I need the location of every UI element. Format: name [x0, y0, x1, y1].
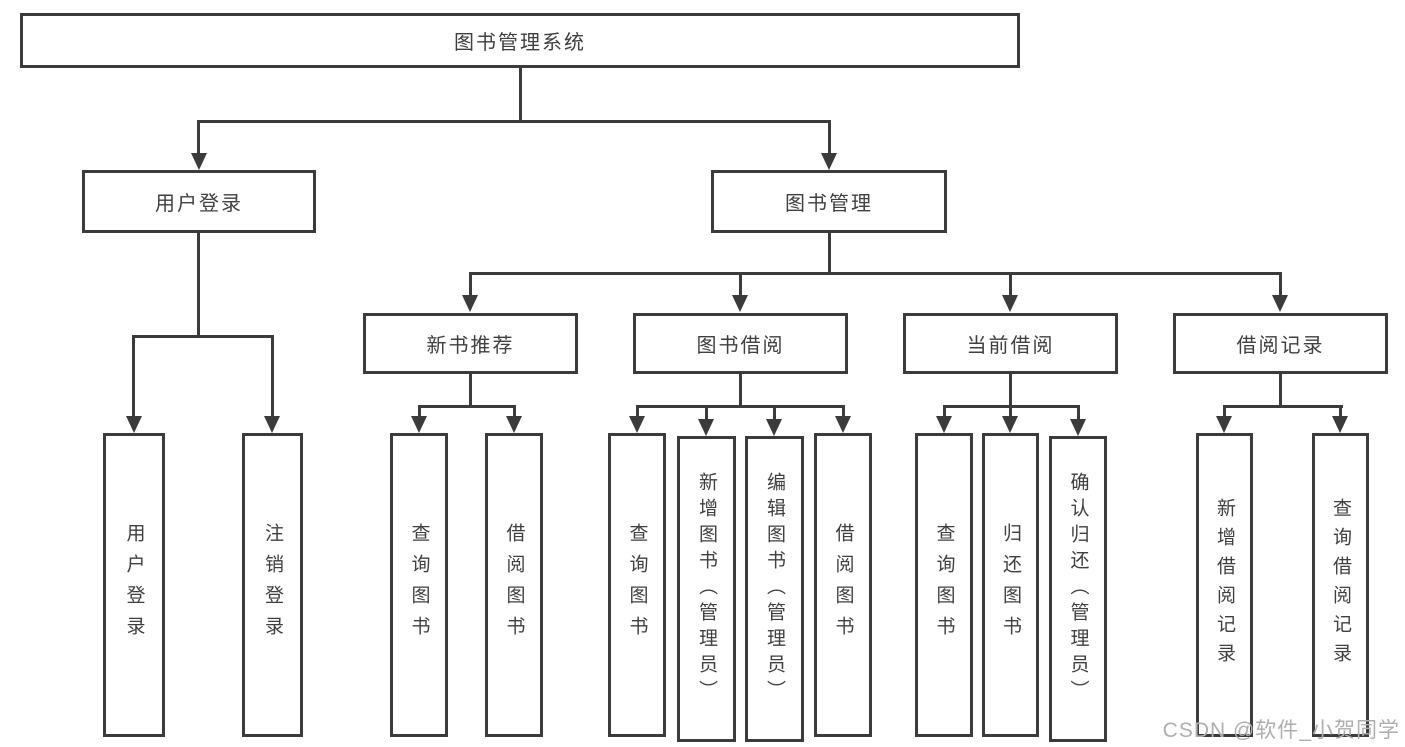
new-book-leaf-stem-line — [418, 405, 421, 417]
node-book-management: 图书管理 — [711, 170, 947, 233]
node-label: 当前借阅 — [966, 335, 1055, 357]
arrow-down-icon — [1332, 416, 1348, 433]
leaf-add-book-admin: 新增图书（管理员） — [677, 436, 736, 742]
level3-stem-line — [1279, 272, 1282, 296]
node-label: 图书管理系统 — [454, 32, 586, 54]
arrow-down-icon — [835, 416, 851, 433]
arrow-down-icon — [732, 295, 748, 312]
arrow-down-icon — [698, 419, 714, 436]
leaf-label: 借阅图书 — [832, 523, 854, 647]
book-management-stem-line — [828, 233, 831, 272]
level2-left-stem-line — [197, 120, 200, 155]
user-login-stem-line — [197, 233, 200, 335]
level3-stem-line — [1009, 272, 1012, 296]
leaf-borrow-books: 借阅图书 — [485, 433, 543, 737]
current-borrow-stem-line — [1009, 374, 1012, 405]
new-book-leaf-stem-line — [513, 405, 516, 417]
node-label: 借阅记录 — [1236, 335, 1325, 357]
user-login-right-stem-line — [271, 335, 274, 417]
arrow-down-icon — [936, 416, 952, 433]
level2-right-stem-line — [828, 120, 831, 155]
leaf-label: 归还图书 — [1000, 523, 1021, 647]
leaf-label: 查询图书 — [408, 523, 430, 647]
current-borrow-leaf-stem-line — [943, 405, 946, 417]
book-borrow-leaf-stem-line — [842, 405, 845, 417]
leaf-query-books: 查询图书 — [390, 433, 448, 737]
node-user-login: 用户登录 — [82, 170, 316, 233]
current-borrow-leaf-stem-line — [1077, 405, 1080, 420]
leaf-return-books: 归还图书 — [982, 433, 1039, 737]
leaf-edit-book-admin: 编辑图书（管理员） — [745, 436, 804, 742]
arrow-down-icon — [264, 416, 280, 433]
leaf-label: 用户登录 — [123, 523, 145, 647]
new-book-stem-line — [469, 374, 472, 405]
borrow-records-leaf-stem-line — [1223, 405, 1226, 417]
watermark: CSDN @软件_小贺同学 — [1162, 719, 1400, 742]
current-borrow-leaf-stem-line — [1009, 405, 1012, 417]
leaf-label: 借阅图书 — [503, 523, 525, 647]
leaf-confirm-return-admin: 确认归还（管理员） — [1049, 436, 1107, 742]
leaf-label: 确认归还（管理员） — [1067, 472, 1089, 706]
level2-branch-line — [197, 120, 831, 123]
node-book-borrowing: 图书借阅 — [633, 313, 848, 374]
borrow-records-leaf-stem-line — [1339, 405, 1342, 417]
book-borrow-branch-line — [636, 405, 845, 408]
leaf-query-books: 查询图书 — [915, 433, 973, 737]
arrow-down-icon — [126, 416, 142, 433]
level3-branch-line — [469, 272, 1282, 275]
node-label: 图书管理 — [785, 193, 873, 215]
arrow-down-icon — [1002, 295, 1018, 312]
node-library-management-system: 图书管理系统 — [20, 13, 1020, 68]
leaf-label: 编辑图书（管理员） — [764, 472, 785, 706]
leaf-user-login: 用户登录 — [103, 433, 165, 737]
leaf-logout: 注销登录 — [242, 433, 303, 737]
arrow-down-icon — [1070, 419, 1086, 436]
arrow-down-icon — [766, 419, 782, 436]
new-book-branch-line — [418, 405, 516, 408]
leaf-query-books: 查询图书 — [608, 433, 666, 737]
node-new-book-recommendation: 新书推荐 — [363, 313, 578, 374]
borrow-records-stem-line — [1279, 374, 1282, 405]
user-login-branch-line — [132, 335, 274, 338]
arrow-down-icon — [191, 153, 207, 170]
arrow-down-icon — [629, 416, 645, 433]
leaf-label: 查询借阅记录 — [1330, 498, 1351, 672]
node-label: 图书借阅 — [696, 335, 785, 357]
leaf-label: 新增图书（管理员） — [696, 472, 717, 706]
node-current-borrowing: 当前借阅 — [903, 313, 1118, 374]
book-borrow-stem-line — [739, 374, 742, 405]
book-borrow-leaf-stem-line — [705, 405, 708, 420]
arrow-down-icon — [506, 416, 522, 433]
book-borrow-leaf-stem-line — [773, 405, 776, 420]
arrow-down-icon — [1272, 295, 1288, 312]
arrow-down-icon — [821, 153, 837, 170]
arrow-down-icon — [1216, 416, 1232, 433]
arrow-down-icon — [411, 416, 427, 433]
leaf-label: 新增借阅记录 — [1214, 498, 1235, 672]
borrow-records-branch-line — [1223, 405, 1343, 408]
node-label: 新书推荐 — [426, 335, 515, 357]
root-stem-line — [519, 68, 522, 120]
node-borrowing-records: 借阅记录 — [1173, 313, 1388, 374]
leaf-label: 注销登录 — [262, 523, 283, 647]
arrow-down-icon — [462, 295, 478, 312]
leaf-borrow-books: 借阅图书 — [814, 433, 872, 737]
leaf-add-borrow-record: 新增借阅记录 — [1196, 433, 1253, 737]
level3-stem-line — [469, 272, 472, 296]
user-login-left-stem-line — [132, 335, 135, 417]
leaf-label: 查询图书 — [626, 523, 648, 647]
node-label: 用户登录 — [155, 193, 243, 215]
book-borrow-leaf-stem-line — [636, 405, 639, 417]
arrow-down-icon — [1002, 416, 1018, 433]
leaf-query-borrow-record: 查询借阅记录 — [1312, 433, 1369, 737]
level3-stem-line — [739, 272, 742, 296]
leaf-label: 查询图书 — [933, 523, 955, 647]
